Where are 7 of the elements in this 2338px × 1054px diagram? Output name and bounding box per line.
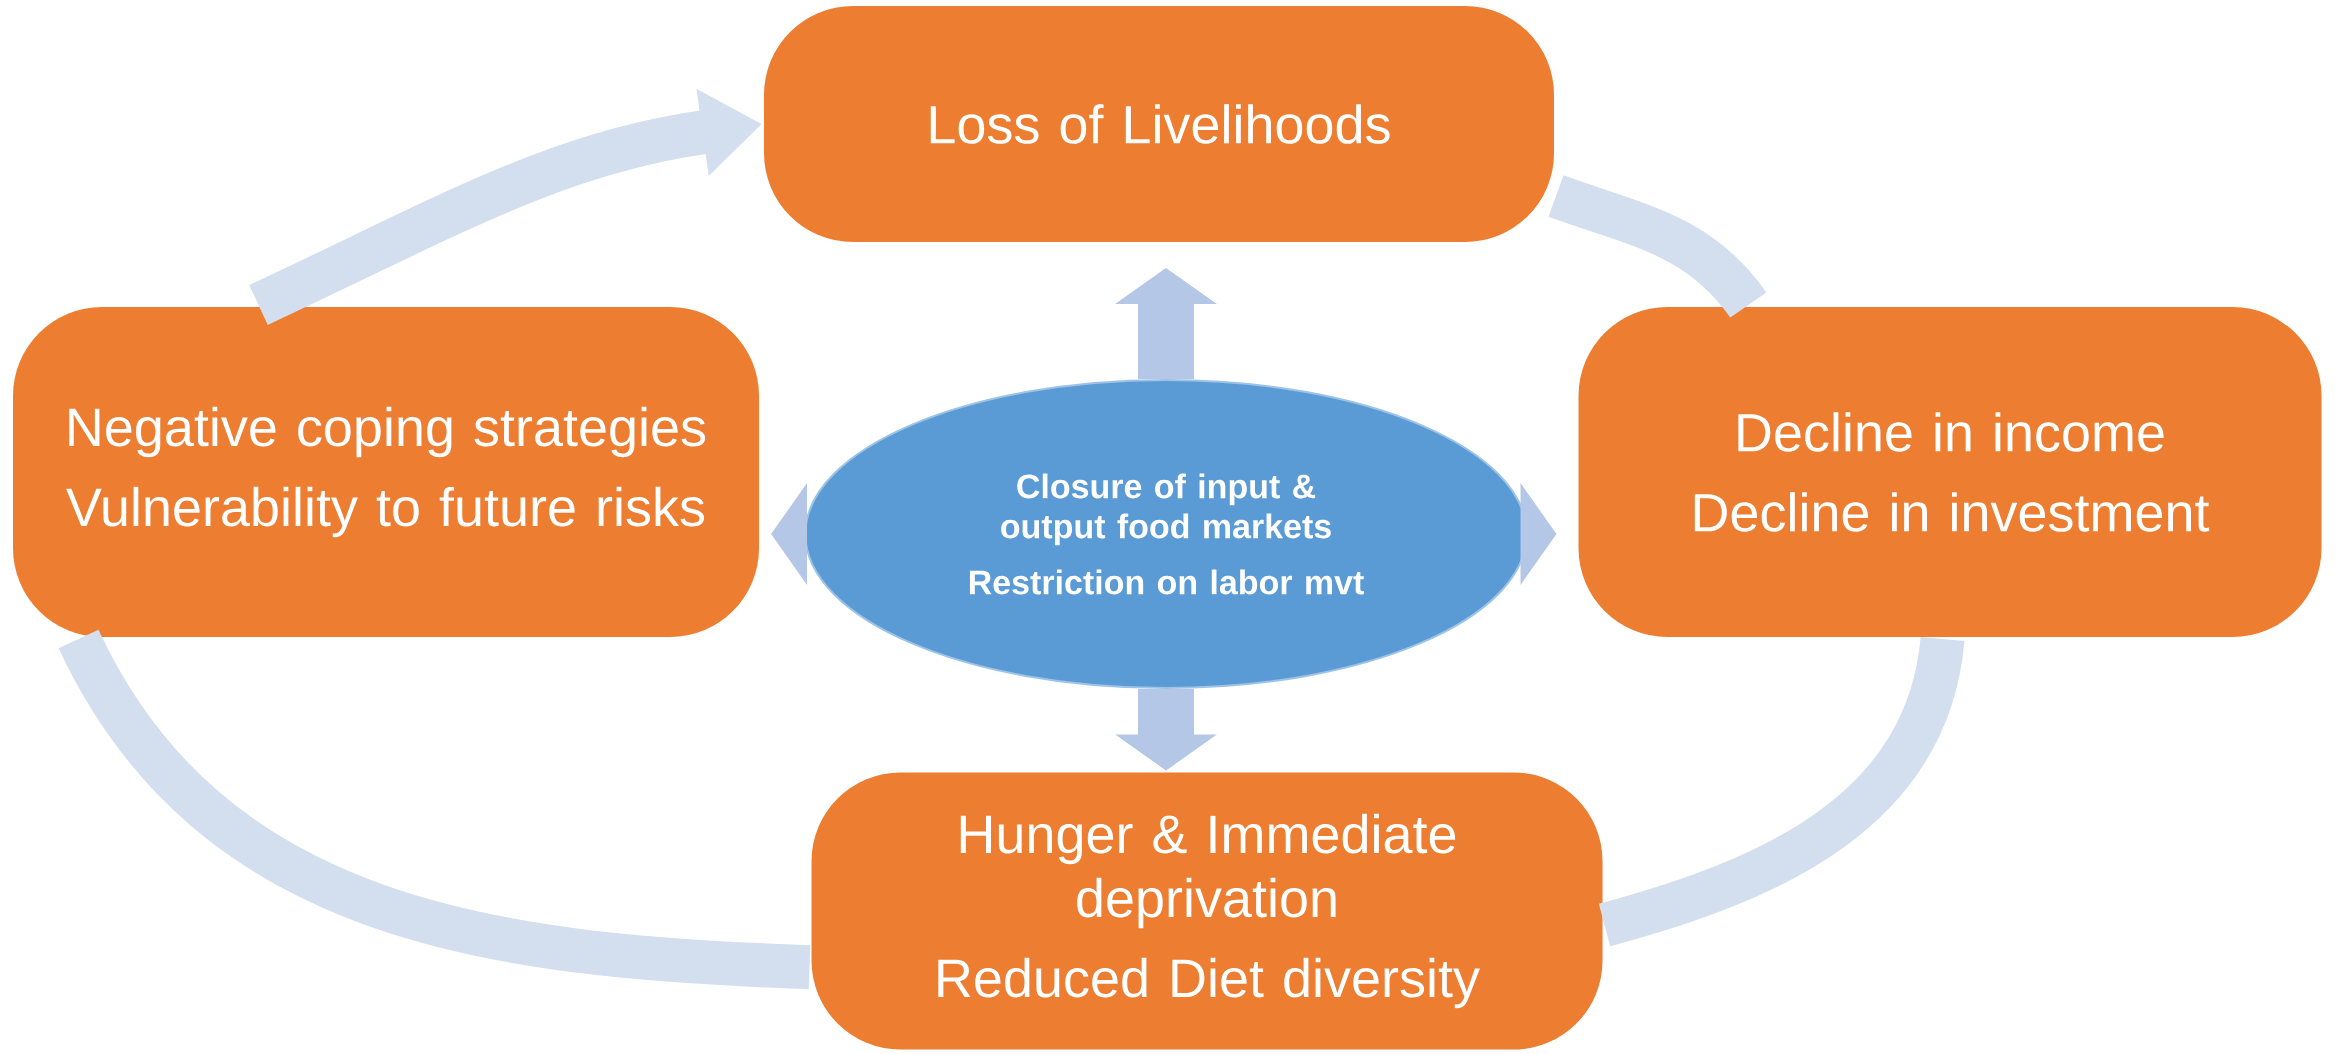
curved-band <box>1598 635 1965 947</box>
process-box: Loss of Livelihoods <box>762 4 1556 244</box>
curved-band <box>59 628 811 990</box>
process-box: Decline in income Decline in investment <box>1576 305 2324 639</box>
curved-band <box>1548 175 1766 319</box>
process-box: Negative coping strategies Vulnerability to future risks <box>11 305 761 639</box>
process-box: Hunger & Immediate deprivation Reduced Diet diversity <box>809 770 1605 1052</box>
